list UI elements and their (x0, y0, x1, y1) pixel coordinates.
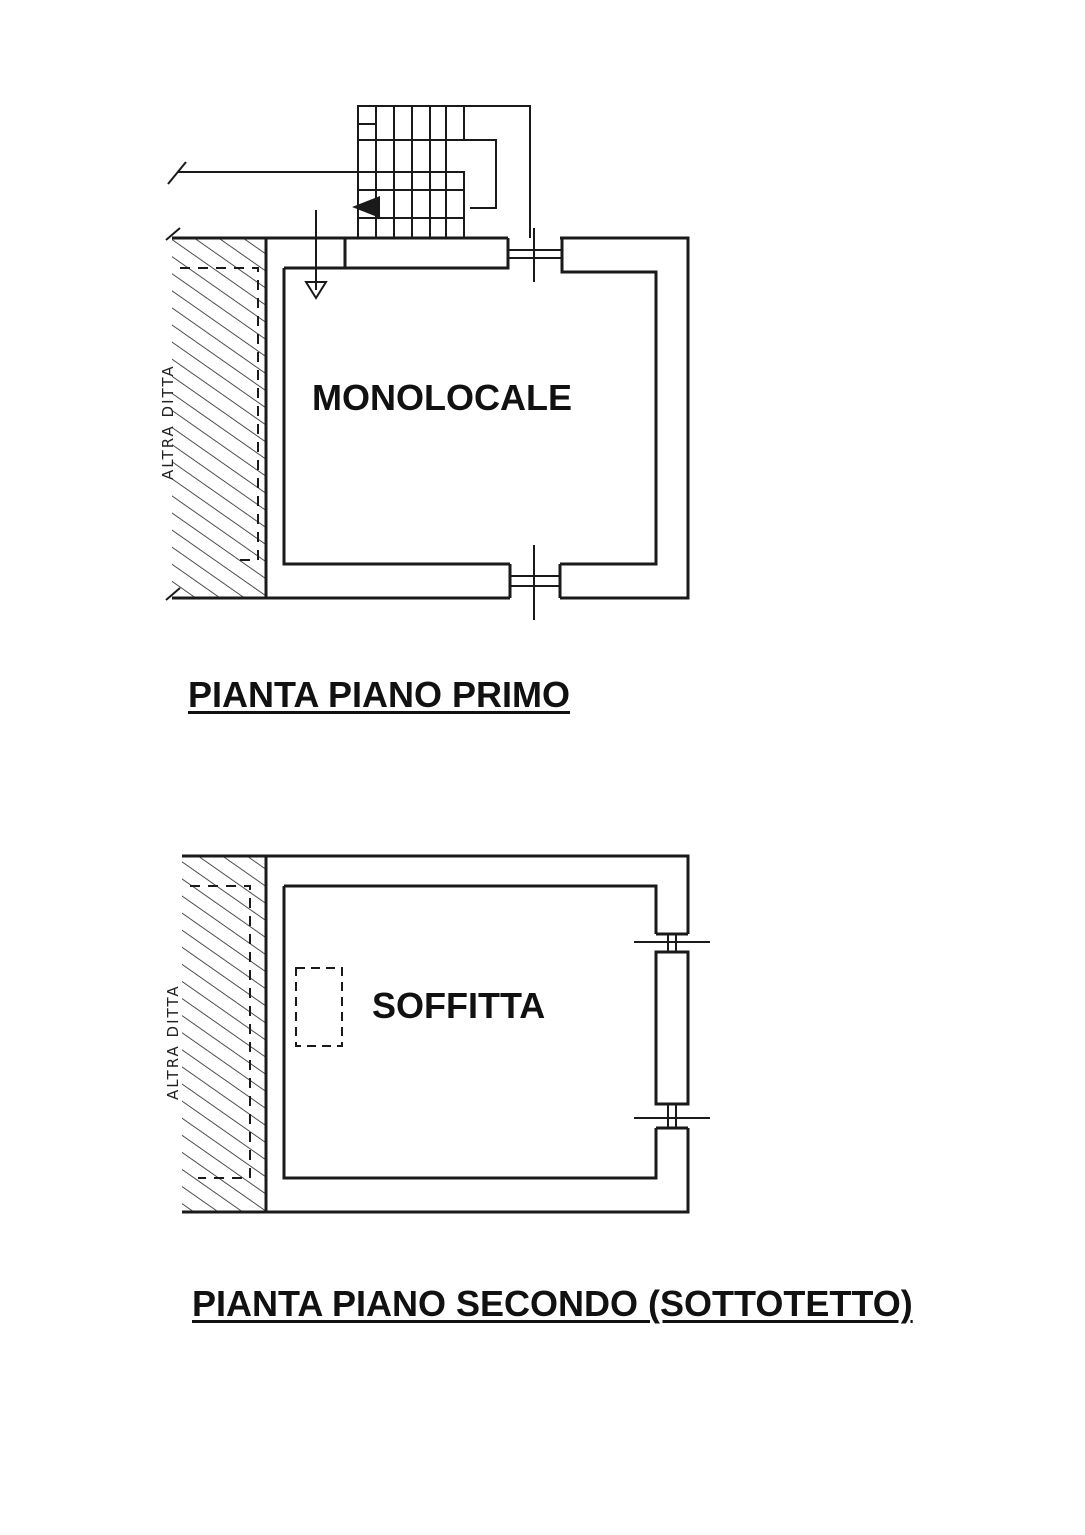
neighbor-label-floor1: ALTRA DITTA (159, 364, 177, 480)
outer-wall-south (182, 1128, 690, 1214)
neighbor-wall-hatch (172, 238, 266, 598)
room-label-soffitta: SOFFITTA (372, 985, 545, 1026)
window-jambs (656, 932, 688, 1130)
floor2-title: PIANTA PIANO SECONDO (SOTTOTETTO) (192, 1283, 913, 1324)
window-east-top (634, 934, 710, 952)
edge-ticks (165, 227, 181, 601)
section-line (167, 161, 358, 185)
inner-wall-east (560, 238, 658, 566)
staircase (352, 105, 531, 238)
window-south (510, 545, 560, 620)
inner-wall-north (284, 884, 658, 934)
neighbor-label-floor2: ALTRA DITTA (164, 984, 182, 1100)
outer-wall-north-east (182, 854, 690, 934)
floor1-title: PIANTA PIANO PRIMO (188, 674, 571, 715)
window-north (508, 228, 562, 282)
dashed-wall-outline-2 (190, 885, 251, 1179)
dashed-wall-outline (180, 267, 259, 561)
wall-pier (654, 950, 690, 1106)
south-opening-jambs (508, 564, 562, 598)
inner-wall-west-south (282, 886, 658, 1180)
window-east-bottom (634, 1104, 710, 1128)
inner-wall-west-south (282, 268, 510, 566)
roof-hatch-dashed (295, 967, 343, 1047)
second-floor-plan (182, 854, 710, 1214)
first-floor-plan (165, 105, 690, 620)
inner-wall-north (284, 238, 510, 270)
neighbor-wall-hatch-2 (182, 856, 266, 1212)
room-label-monolocale: MONOLOCALE (312, 377, 572, 418)
down-arrow-icon (304, 210, 328, 300)
east-wall-outer (560, 236, 690, 600)
